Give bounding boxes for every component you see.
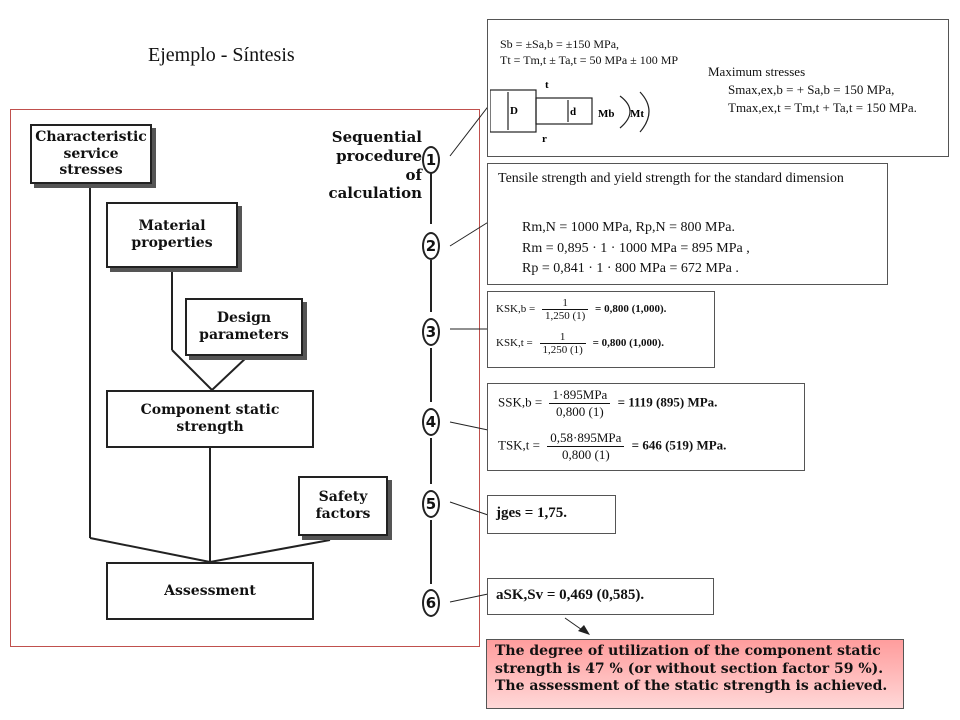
panel-step-3: KSK,b = 1 1,250 (1) = 0,800 (1,000). KSK… <box>487 291 715 368</box>
step-node-2: 2 <box>422 232 440 260</box>
kfactor-torsion: KSK,t = 1 1,250 (1) = 0,800 (1,000). <box>496 331 664 356</box>
component-strength-bending: SSK,b = 1·895MPa 0,800 (1) = 1119 (895) … <box>498 387 717 420</box>
step-node-1: 1 <box>422 146 440 174</box>
sketch-label-Mb: Mb <box>598 108 615 120</box>
kfactor-bending: KSK,b = 1 1,250 (1) = 0,800 (1,000). <box>496 297 666 322</box>
sketch-label-r: r <box>542 133 547 145</box>
comp-bending-fraction: 1·895MPa 0,800 (1) <box>549 387 611 420</box>
kfactor-bending-num: 1 <box>541 297 589 310</box>
kfactor-bending-fraction: 1 1,250 (1) <box>541 297 589 322</box>
flowchart-frame <box>10 109 480 647</box>
strength-heading: Tensile strength and yield strength for … <box>498 171 844 186</box>
comp-torsion-den: 0,800 (1) <box>562 447 610 462</box>
kfactor-torsion-den: 1,250 (1) <box>542 344 583 356</box>
step-node-3: 3 <box>422 318 440 346</box>
sketch-label-t: t <box>545 79 549 91</box>
box-assessment: Assessment <box>106 562 314 620</box>
comp-bending-lhs: SSK,b = <box>498 394 543 410</box>
sketch-label-D: D <box>510 105 518 117</box>
stress-line-2: Tt = Tm,t ± Ta,t = 50 MPa ± 100 MP <box>500 53 679 67</box>
safety-factor-eq: jges = 1,75. <box>496 505 568 521</box>
comp-torsion-lhs: TSK,t = <box>498 437 541 453</box>
kfactor-torsion-num: 1 <box>539 331 586 344</box>
comp-bending-num: 1·895MPa <box>549 387 611 404</box>
box-design-parameters: Design parameters <box>185 298 303 356</box>
kfactor-torsion-lhs: KSK,t = <box>496 337 533 350</box>
comp-bending-den: 0,800 (1) <box>556 404 604 419</box>
comp-torsion-rhs: = 646 (519) MPa. <box>631 437 727 453</box>
strength-eq-2: Rm = 0,895 · 1 · 1000 MPa = 895 MPa , <box>522 241 750 256</box>
stress-line-1: Sb = ±Sa,b = ±150 MPa, <box>500 37 620 51</box>
panel-step-1: Sb = ±Sa,b = ±150 MPa, Tt = Tm,t ± Ta,t … <box>487 19 949 157</box>
kfactor-torsion-fraction: 1 1,250 (1) <box>539 331 586 356</box>
comp-torsion-fraction: 0,58·895MPa 0,800 (1) <box>547 430 625 463</box>
sequence-title: Sequential procedure of calculation <box>328 128 422 203</box>
panel-step-5: jges = 1,75. <box>487 495 616 534</box>
component-strength-torsion: TSK,t = 0,58·895MPa 0,800 (1) = 646 (519… <box>498 430 726 463</box>
step-node-5: 5 <box>422 490 440 518</box>
box-safety-factors: Safety factors <box>298 476 388 536</box>
comp-torsion-num: 0,58·895MPa <box>547 430 625 447</box>
step-node-4: 4 <box>422 408 440 436</box>
sketch-label-d: d <box>570 106 576 118</box>
box-material-properties: Material properties <box>106 202 238 268</box>
box-component-static-strength: Component static strength <box>106 390 314 448</box>
kfactor-torsion-rhs: = 0,800 (1,000). <box>592 337 664 350</box>
box-characteristic-stresses: Characteristic service stresses <box>30 124 152 184</box>
arrow-head <box>578 625 590 635</box>
sketch-label-Mt: Mt <box>630 108 644 120</box>
max-stress-eq-1: Smax,ex,b = + Sa,b = 150 MPa, <box>728 82 895 97</box>
panel-step-4: SSK,b = 1·895MPa 0,800 (1) = 1119 (895) … <box>487 383 805 471</box>
strength-eq-3: Rp = 0,841 · 1 · 800 MPa = 672 MPa . <box>522 261 739 276</box>
conclusion-box: The degree of utilization of the compone… <box>486 639 904 709</box>
comp-bending-rhs: = 1119 (895) MPa. <box>617 394 718 410</box>
page-title: Ejemplo - Síntesis <box>148 44 295 66</box>
strength-eq-1: Rm,N = 1000 MPa, Rp,N = 800 MPa. <box>522 220 735 235</box>
max-stresses-heading: Maximum stresses <box>708 64 806 79</box>
utilization-eq: aSK,Sv = 0,469 (0,585). <box>496 587 645 603</box>
shaft-sketch: t D d r Mb Mt <box>490 79 650 145</box>
panel-step-6: aSK,Sv = 0,469 (0,585). <box>487 578 714 615</box>
panel-step-2: Tensile strength and yield strength for … <box>487 163 888 285</box>
max-stress-eq-2: Tmax,ex,t = Tm,t + Ta,t = 150 MPa. <box>728 100 917 115</box>
step-node-6: 6 <box>422 589 440 617</box>
kfactor-bending-lhs: KSK,b = <box>496 303 536 316</box>
kfactor-bending-den: 1,250 (1) <box>544 310 586 322</box>
kfactor-bending-rhs: = 0,800 (1,000). <box>595 303 667 316</box>
